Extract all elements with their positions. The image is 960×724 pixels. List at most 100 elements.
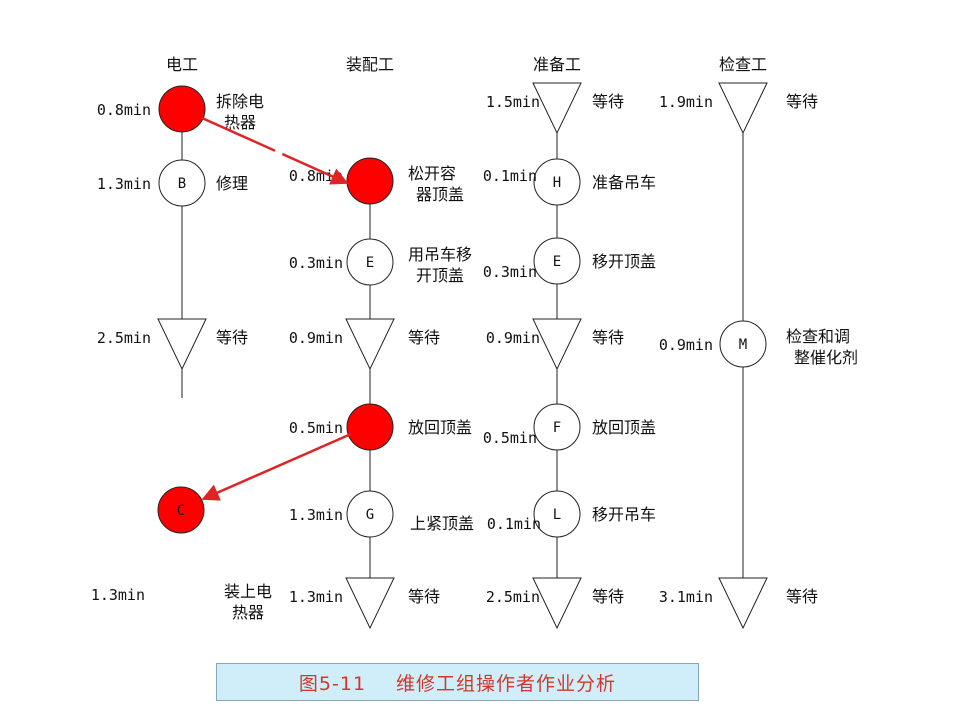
step-description: 等待: [592, 587, 624, 606]
step-duration: 0.9min: [486, 329, 540, 347]
operation-circle: [346, 490, 394, 538]
step-description: 等待: [408, 587, 440, 606]
operation-label: L: [553, 507, 561, 523]
step-description: 等待: [786, 92, 818, 111]
step-duration: 1.3min: [289, 506, 343, 524]
operation-node-1: B 1.3min 修理: [97, 159, 248, 207]
wait-triangle: [345, 318, 395, 371]
wait-node-6: 0.9min 等待: [289, 318, 440, 371]
step-description: 放回顶盖: [592, 418, 656, 437]
transfer-arrow: [201, 116, 349, 185]
operation-label: B: [178, 176, 186, 192]
step-description: 等待: [786, 587, 818, 606]
operation-circle-highlighted: [157, 486, 205, 534]
wait-triangle: [532, 82, 582, 135]
step-description: 准备吊车: [592, 173, 656, 192]
step-description: 修理: [216, 174, 248, 193]
operation-circle-highlighted: [346, 403, 394, 451]
operation-label: C: [177, 503, 185, 519]
operation-label: E: [366, 255, 374, 271]
operation-node-11: H 0.1min 准备吊车: [483, 158, 656, 206]
step-duration: 0.3min: [289, 254, 343, 272]
operation-label: G: [366, 507, 374, 523]
step-description: 移开吊车: [592, 505, 656, 524]
step-duration: 1.9min: [659, 93, 713, 111]
lane-title-electrician: 电工: [166, 55, 198, 74]
operation-node-7: 0.5min 放回顶盖: [289, 403, 472, 451]
step-description: 松开容: [408, 164, 456, 183]
operation-circle: [158, 159, 206, 207]
step-duration: 2.5min: [97, 329, 151, 347]
figure-caption: 图5-11 维修工组操作者作业分析: [216, 663, 699, 701]
step-description: 上紧顶盖: [410, 514, 474, 533]
wait-node-19: 3.1min 等待: [659, 577, 818, 630]
operation-node-8: G 1.3min 上紧顶盖: [289, 490, 474, 538]
step-duration: 0.1min: [483, 167, 537, 185]
step-description: 热器: [224, 113, 256, 132]
step-duration: 0.1min: [487, 515, 541, 533]
figure-title: 维修工组操作者作业分析: [396, 672, 617, 695]
operation-label: H: [553, 175, 561, 191]
figure-number: 图5-11: [298, 672, 367, 695]
step-duration: 0.5min: [289, 419, 343, 437]
operation-circle: [719, 320, 767, 368]
operation-node-14: F 0.5min 放回顶盖: [483, 403, 656, 451]
step-description: 器顶盖: [416, 185, 464, 204]
wait-node-9: 1.3min 等待: [289, 577, 440, 630]
step-description: 检查和调: [786, 327, 850, 346]
step-description: 等待: [216, 328, 248, 347]
operation-circle: [346, 238, 394, 286]
step-duration: 0.5min: [483, 429, 537, 447]
wait-triangle: [718, 577, 768, 630]
step-duration: 1.3min: [91, 586, 145, 604]
step-description: 等待: [592, 328, 624, 347]
wait-triangle: [157, 318, 207, 371]
step-duration: 0.8min: [97, 101, 151, 119]
operation-label: M: [739, 337, 747, 353]
operation-node-12: E 0.3min 移开顶盖: [483, 237, 656, 285]
step-duration: 2.5min: [486, 588, 540, 606]
step-description: 放回顶盖: [408, 418, 472, 437]
operation-circle: [533, 490, 581, 538]
step-duration: 1.5min: [486, 93, 540, 111]
step-description: 等待: [408, 328, 440, 347]
step-description: 等待: [592, 92, 624, 111]
step-description: 用吊车移: [408, 245, 472, 264]
operation-circle-highlighted: [346, 157, 394, 205]
step-duration: 1.3min: [289, 588, 343, 606]
lane-title-preparer: 准备工: [533, 55, 581, 74]
operation-label: E: [553, 254, 561, 270]
step-description: 装上电: [224, 582, 272, 601]
step-duration: 0.9min: [289, 329, 343, 347]
operation-circle: [533, 237, 581, 285]
step-description: 拆除电: [216, 92, 264, 111]
wait-triangle: [532, 318, 582, 371]
operation-circle: [533, 403, 581, 451]
wait-node-16: 2.5min 等待: [486, 577, 624, 630]
step-duration: 3.1min: [659, 588, 713, 606]
operation-circle-highlighted: [158, 85, 206, 133]
step-description: 热器: [232, 603, 264, 622]
operation-circle: [533, 158, 581, 206]
wait-node-13: 0.9min 等待: [486, 318, 624, 371]
wait-triangle: [718, 82, 768, 135]
operation-node-15: L 0.1min 移开吊车: [487, 490, 656, 538]
lane-title-assembler: 装配工: [346, 55, 394, 74]
step-description: 整催化剂: [794, 348, 858, 367]
operation-label: F: [553, 420, 561, 436]
step-description: 移开顶盖: [592, 252, 656, 271]
step-duration: 1.3min: [97, 175, 151, 193]
lane-title-inspector: 检查工: [719, 55, 767, 74]
wait-node-17: 1.9min 等待: [659, 82, 818, 135]
step-duration: 0.3min: [483, 263, 537, 281]
transfer-arrow: [201, 432, 352, 501]
wait-triangle: [345, 577, 395, 630]
step-description: 开顶盖: [416, 266, 464, 285]
step-duration: 0.9min: [659, 336, 713, 354]
